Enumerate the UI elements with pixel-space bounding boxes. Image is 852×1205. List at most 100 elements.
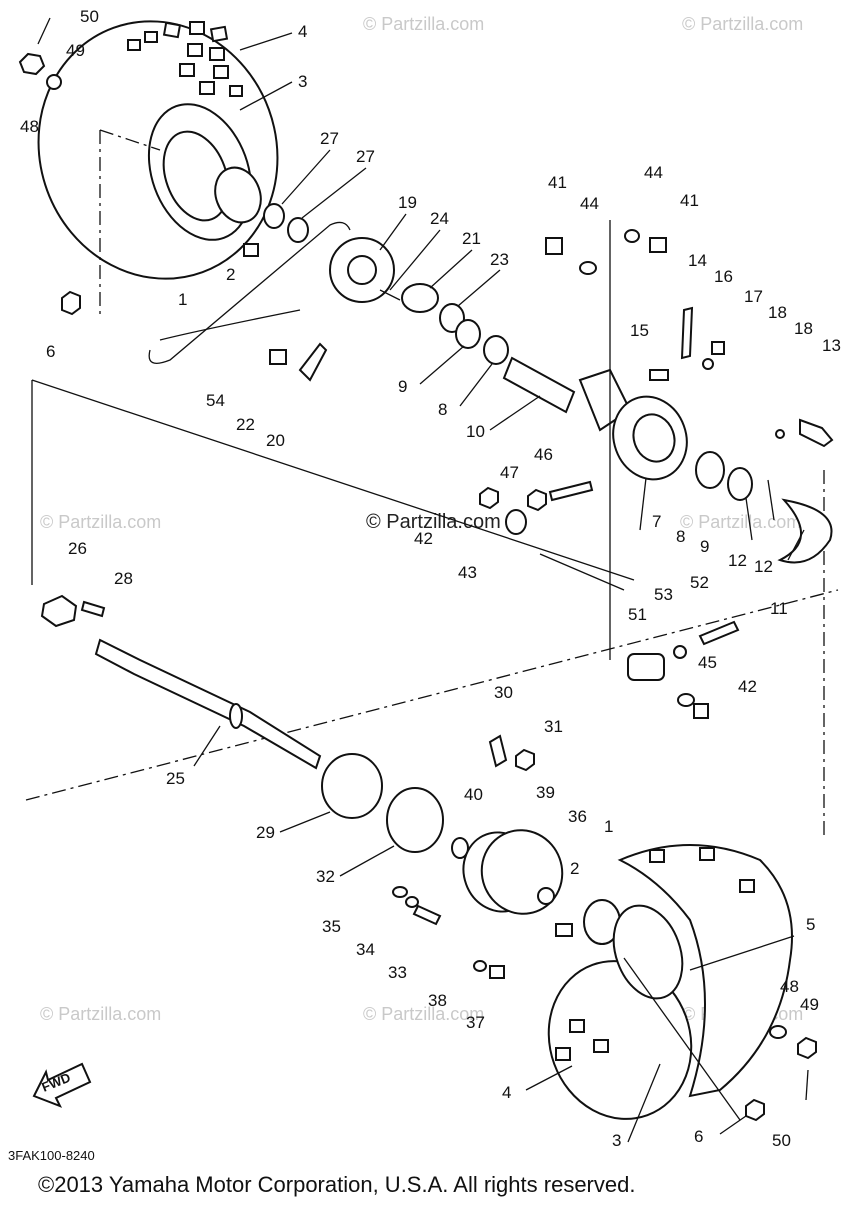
bolt-2-upper xyxy=(243,243,259,257)
bearing-8-upper xyxy=(483,335,509,365)
callout-18: 18 xyxy=(794,319,813,338)
callout-51: 51 xyxy=(628,605,647,624)
callout-25: 25 xyxy=(166,769,185,788)
bolt-33 xyxy=(412,904,442,926)
callout-40: 40 xyxy=(464,785,483,804)
stud-28 xyxy=(80,600,106,618)
leader-lines xyxy=(193,32,805,1143)
callout-13: 13 xyxy=(822,336,841,355)
callout-8: 8 xyxy=(438,400,447,419)
callout-34: 34 xyxy=(356,940,375,959)
nut-31 xyxy=(515,748,535,772)
callout-3: 3 xyxy=(298,72,307,91)
bearing-9-upper xyxy=(455,319,481,349)
chain-lower xyxy=(159,309,301,341)
nut-6-lower xyxy=(745,1098,765,1122)
tire-4-lower xyxy=(547,960,693,1120)
right-brake-parts xyxy=(627,451,833,719)
callout-numbers: 50 49 48 4 3 27 27 19 24 21 23 41 44 44 … xyxy=(20,7,841,1150)
callout-2: 2 xyxy=(570,859,579,878)
center-fasteners xyxy=(479,480,594,535)
bracket-30 xyxy=(488,734,508,768)
callout-46: 46 xyxy=(534,445,553,464)
callout-2: 2 xyxy=(226,265,235,284)
callout-28: 28 xyxy=(114,569,133,588)
bracket-51 xyxy=(627,653,665,681)
spacer-10 xyxy=(502,356,576,414)
watermark: © Partzilla.com xyxy=(682,14,803,34)
bearing-8-lower xyxy=(695,451,725,489)
callout-7: 7 xyxy=(652,512,661,531)
callout-42: 42 xyxy=(738,677,757,696)
callout-39: 39 xyxy=(536,783,555,802)
nut-49-lower xyxy=(797,1036,817,1060)
stud-24 xyxy=(379,289,401,301)
callout-54: 54 xyxy=(206,391,225,410)
callout-48: 48 xyxy=(20,117,39,136)
washer-48 xyxy=(46,74,62,90)
bearing-27b xyxy=(287,217,309,243)
callout-42: 42 xyxy=(414,529,433,548)
callout-26: 26 xyxy=(68,539,87,558)
copyright-notice: ©2013 Yamaha Motor Corporation, U.S.A. A… xyxy=(38,1172,635,1197)
washer-45 xyxy=(677,693,695,707)
assembly-line-long xyxy=(31,379,635,581)
callout-20: 20 xyxy=(266,431,285,450)
chain-54 xyxy=(148,221,351,364)
callout-27: 27 xyxy=(356,147,375,166)
seal-40 xyxy=(451,837,469,859)
callout-9: 9 xyxy=(398,377,407,396)
watermark: © Partzilla.com xyxy=(363,14,484,34)
bolt-41-right xyxy=(649,237,667,253)
bolt-15 xyxy=(649,369,669,381)
callout-21: 21 xyxy=(462,229,481,248)
tire-tread-blocks xyxy=(127,21,243,97)
callout-6: 6 xyxy=(46,342,55,361)
rim-3-lower xyxy=(612,904,684,1000)
lock-washer-20 xyxy=(298,342,328,382)
nut-6-upper xyxy=(61,290,81,316)
drum-parts xyxy=(321,734,621,979)
cotter-pin-50-lower xyxy=(805,1069,809,1101)
bolt-2-lower xyxy=(555,923,573,937)
brake-shoe-11 xyxy=(777,498,833,564)
callout-5: 5 xyxy=(806,915,815,934)
upper-left-wheel xyxy=(37,20,279,280)
hub-1-upper xyxy=(214,166,262,224)
callout-8: 8 xyxy=(676,527,685,546)
callout-47: 47 xyxy=(500,463,519,482)
callout-44: 44 xyxy=(580,194,599,213)
callout-12: 12 xyxy=(728,551,747,570)
callout-15: 15 xyxy=(630,321,649,340)
bolt-42-right xyxy=(693,703,709,719)
callout-44: 44 xyxy=(644,163,663,182)
o-ring-18 xyxy=(775,429,785,439)
callout-4: 4 xyxy=(298,22,307,41)
callout-22: 22 xyxy=(236,415,255,434)
nut-49 xyxy=(18,52,46,76)
camshaft-13 xyxy=(799,418,834,448)
diagram-code: 3FAK100-8240 xyxy=(8,1148,95,1163)
washer-44-right xyxy=(624,229,640,243)
bolt-41-left xyxy=(545,237,563,255)
callout-41: 41 xyxy=(548,173,567,192)
axle-collar xyxy=(229,703,243,729)
upper-left-small-parts xyxy=(18,17,309,316)
callout-53: 53 xyxy=(654,585,673,604)
washer-17 xyxy=(702,358,714,370)
bolt-37 xyxy=(489,965,505,979)
center-watermark: © Partzilla.com xyxy=(366,511,501,533)
callout-49: 49 xyxy=(66,41,85,60)
callout-45: 45 xyxy=(698,653,717,672)
spacer-43 xyxy=(505,509,527,535)
rim-inner xyxy=(162,130,230,222)
drive-chain-assembly xyxy=(148,221,576,414)
nut-47 xyxy=(527,488,547,512)
assembly-dash-line xyxy=(99,129,161,151)
callout-32: 32 xyxy=(316,867,335,886)
brake-housing-assembly xyxy=(545,220,834,840)
callout-6: 6 xyxy=(694,1127,703,1146)
washer-34 xyxy=(405,896,419,908)
callout-19: 19 xyxy=(398,193,417,212)
